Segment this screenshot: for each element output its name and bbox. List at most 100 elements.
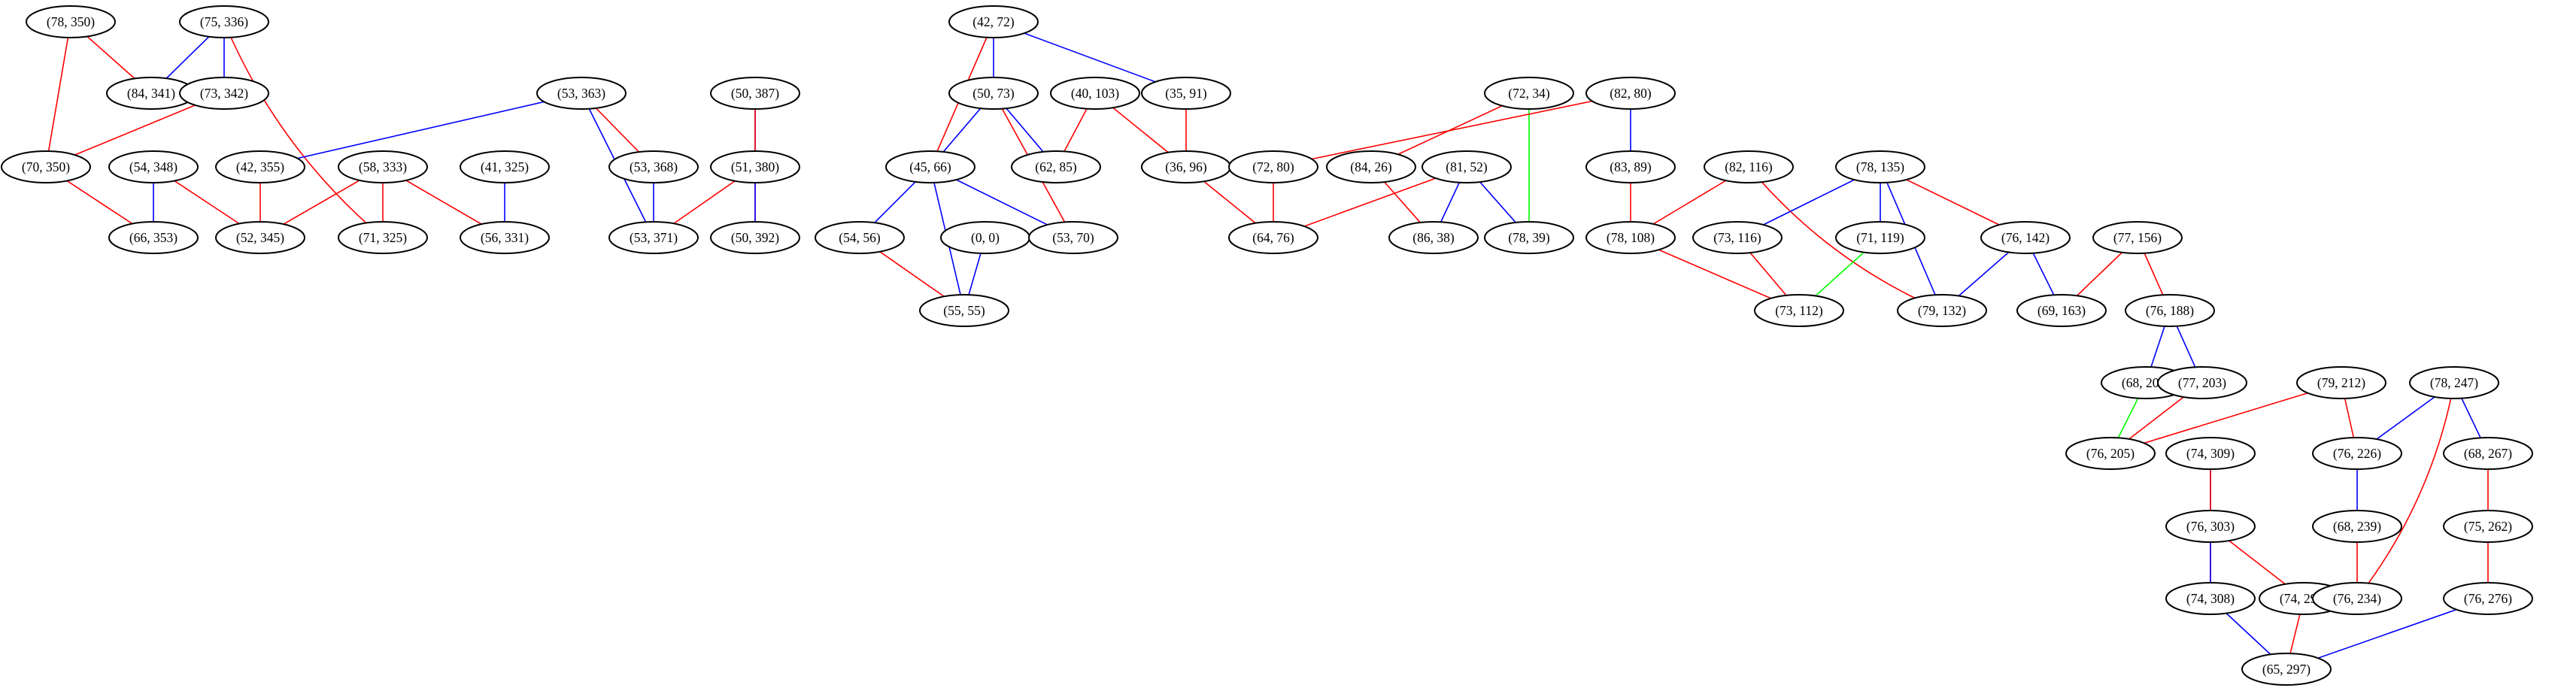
node-ellipse [1326,150,1416,183]
graph-node: (74, 309) [2165,437,2256,470]
node-label: (73, 116) [1713,230,1761,245]
node-label: (82, 116) [1725,159,1773,174]
graph-node: (76, 276) [2443,582,2533,615]
graph-node: (73, 112) [1754,294,1844,327]
graph-node: (53, 371) [608,221,699,254]
graph-node: (65, 297) [2241,653,2332,686]
graph-node: (64, 76) [1228,221,1318,254]
graph-node: (78, 247) [2409,366,2499,399]
graph-node: (78, 39) [1484,221,1574,254]
node-ellipse [2016,294,2107,327]
node-label: (86, 38) [1412,230,1455,245]
node-label: (73, 112) [1775,303,1823,318]
graph-node: (71, 325) [338,221,428,254]
graph-node: (84, 341) [106,77,196,110]
graph-node: (82, 116) [1704,150,1794,183]
node-label: (71, 325) [359,230,407,245]
edge-n81_52-n64_76 [1273,166,1467,238]
node-ellipse [948,5,1039,38]
node-label: (56, 331) [481,230,529,245]
node-label: (69, 163) [2037,303,2086,318]
node-label: (41, 325) [481,159,529,174]
node-ellipse [1897,294,1987,327]
node-ellipse [1835,150,1925,183]
node-ellipse [179,77,269,110]
node-ellipse [338,150,428,183]
node-label: (64, 76) [1252,230,1294,245]
node-ellipse [2125,294,2215,327]
node-label: (78, 350) [47,14,95,29]
node-label: (76, 142) [2001,230,2050,245]
node-label: (82, 80) [1610,86,1652,101]
graph-node: (76, 188) [2125,294,2215,327]
node-ellipse [608,150,699,183]
node-label: (54, 348) [129,159,177,174]
graph-node: (76, 205) [2065,437,2156,470]
node-ellipse [338,221,428,254]
node-label: (68, 200) [2122,375,2170,390]
graph-node: (51, 380) [710,150,800,183]
node-label: (81, 52) [1446,159,1488,174]
node-label: (58, 333) [359,159,407,174]
node-label: (83, 89) [1610,159,1652,174]
node-ellipse [215,150,305,183]
node-ellipse [2092,221,2183,254]
edge-n79_212-n76_205 [2110,382,2342,454]
graph-node: (77, 156) [2092,221,2183,254]
nodes-layer: (78, 350)(75, 336)(84, 341)(73, 342)(70,… [1,5,2533,686]
node-label: (45, 66) [909,159,951,174]
node-ellipse [710,221,800,254]
node-label: (52, 345) [236,230,284,245]
graph-node: (82, 80) [1585,77,1676,110]
node-ellipse [1484,77,1574,110]
graph-node: (71, 119) [1835,221,1925,254]
node-ellipse [919,294,1009,327]
node-label: (53, 363) [557,86,605,101]
graph-node: (76, 234) [2312,582,2402,615]
node-ellipse [1028,221,1118,254]
node-ellipse [2312,437,2402,470]
node-ellipse [2312,510,2402,543]
graph-node: (41, 325) [460,150,550,183]
graph-node: (54, 56) [815,221,905,254]
node-ellipse [2443,582,2533,615]
node-label: (42, 355) [236,159,284,174]
node-ellipse [2296,366,2386,399]
graph-node: (72, 34) [1484,77,1574,110]
graph-node: (79, 132) [1897,294,1987,327]
graph-node: (73, 116) [1692,221,1783,254]
node-ellipse [1228,150,1318,183]
edge-n42_72-n35_91 [993,21,1187,94]
graph-node: (68, 267) [2443,437,2533,470]
node-ellipse [1754,294,1844,327]
node-label: (54, 56) [839,230,881,245]
graph-node: (70, 350) [1,150,91,183]
node-ellipse [815,221,905,254]
graph-node: (74, 308) [2165,582,2256,615]
node-label: (77, 203) [2178,375,2226,390]
graph-node: (76, 142) [1980,221,2071,254]
node-ellipse [885,150,975,183]
graph-node: (78, 350) [26,5,116,38]
edge-n53_363-n42_355 [259,92,582,168]
node-label: (76, 226) [2333,446,2381,461]
node-label: (78, 39) [1508,230,1550,245]
node-label: (76, 188) [2146,303,2194,318]
node-ellipse [1704,150,1794,183]
edge-n78_350-n70_350 [45,21,71,168]
node-label: (78, 135) [1856,159,1904,174]
graph-node: (66, 353) [108,221,199,254]
node-ellipse [179,5,269,38]
node-ellipse [2409,366,2499,399]
edge-n82_80-n72_80 [1273,92,1631,168]
graph-node: (53, 363) [536,77,627,110]
graph-node: (77, 203) [2157,366,2247,399]
edge-n82_116-n79_132 [1748,166,1943,311]
node-ellipse [460,221,550,254]
node-label: (70, 350) [22,159,70,174]
node-label: (76, 276) [2464,591,2512,606]
node-label: (50, 73) [972,86,1015,101]
graph-node: (75, 262) [2443,510,2533,543]
node-ellipse [710,150,800,183]
node-label: (77, 156) [2113,230,2162,245]
